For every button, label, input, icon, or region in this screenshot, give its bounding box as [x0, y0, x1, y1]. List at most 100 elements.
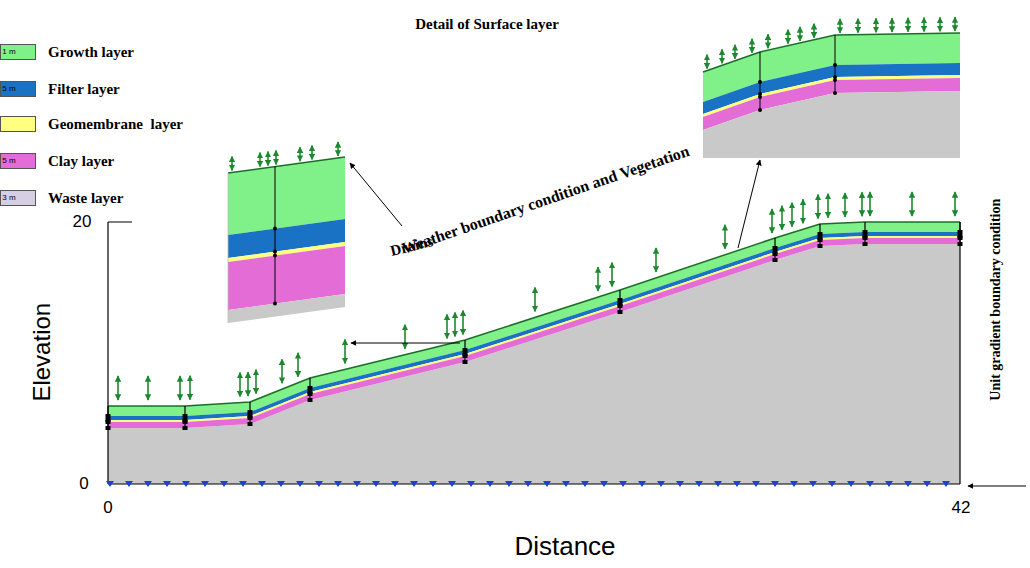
flux-arrow: [611, 263, 613, 287]
leader-line: [738, 160, 760, 248]
tick-label: 20: [73, 213, 92, 232]
inset-edge: [228, 173, 229, 323]
mesh-node: [183, 414, 188, 418]
flux-arrow: [799, 27, 801, 41]
mesh-node: [273, 302, 277, 306]
head-marker: [277, 481, 285, 487]
flux-arrow: [861, 192, 863, 216]
mesh-node: [833, 63, 837, 67]
axis-line: [107, 222, 108, 484]
legend-text: Clay layer: [48, 153, 114, 170]
head-marker: [182, 481, 190, 487]
head-marker: [144, 481, 152, 487]
head-marker: [296, 481, 304, 487]
flux-arrow: [189, 376, 191, 400]
boundary-line: [959, 222, 960, 484]
flux-arrow: [337, 142, 339, 156]
flux-arrow: [117, 376, 119, 400]
mesh-node: [773, 252, 778, 256]
head-marker: [828, 481, 836, 487]
flux-arrow: [297, 353, 299, 377]
head-marker: [714, 481, 722, 487]
mesh-node: [758, 95, 762, 99]
flux-arrow: [655, 248, 657, 272]
inset-waste: [228, 294, 345, 323]
head-marker: [372, 481, 380, 487]
head-marker: [562, 481, 570, 487]
head-marker: [220, 481, 228, 487]
flux-arrow: [721, 49, 723, 63]
legend-text: Geomembrane layer: [48, 116, 183, 133]
mesh-node: [308, 386, 313, 390]
mesh-node: [818, 232, 823, 236]
axis-title: Distance: [514, 532, 615, 561]
head-marker: [239, 481, 247, 487]
head-marker: [904, 481, 912, 487]
inset-waste: [703, 91, 960, 158]
head-marker: [885, 481, 893, 487]
flux-arrow: [267, 152, 269, 166]
head-marker: [942, 481, 950, 487]
flux-arrow: [404, 325, 406, 349]
flux-arrow: [911, 192, 913, 216]
swatch-text: 1 m: [2, 48, 15, 57]
cover-layer: [108, 236, 960, 422]
swatch-text: 5 m: [2, 85, 15, 94]
flux-arrow: [844, 193, 846, 217]
drains-label: Drains: [389, 233, 435, 259]
legend-swatch: [0, 116, 36, 132]
head-marker: [334, 481, 342, 487]
mesh-node: [618, 310, 623, 314]
head-marker: [600, 481, 608, 487]
mesh-node: [618, 298, 623, 302]
head-marker: [315, 481, 323, 487]
boundary-note: Weather boundary condition and Vegetatio…: [399, 142, 691, 257]
mesh-node: [273, 254, 277, 258]
boundary-note: Unit gradient boundary condition: [988, 199, 1003, 401]
mesh-node: [773, 246, 778, 250]
flux-arrow: [239, 373, 241, 397]
leader-line: [350, 163, 402, 226]
head-marker: [125, 481, 133, 487]
tick-label: 42: [952, 499, 971, 518]
cover-layer: [108, 238, 960, 428]
flux-arrow: [771, 209, 773, 233]
mesh-node: [463, 354, 468, 358]
legend-text: Filter layer: [48, 81, 120, 98]
flux-arrow: [724, 225, 726, 249]
leader-line: [351, 343, 460, 344]
flux-arrow: [446, 314, 448, 338]
mesh-node: [183, 426, 188, 430]
head-marker: [619, 481, 627, 487]
head-marker: [866, 481, 874, 487]
head-marker: [106, 481, 114, 487]
head-marker: [752, 481, 760, 487]
axis-title: Elevation: [29, 303, 55, 402]
flux-arrow: [231, 156, 233, 170]
head-marker: [486, 481, 494, 487]
mesh-node: [463, 348, 468, 352]
tick-label: 0: [79, 475, 88, 494]
head-marker: [771, 481, 779, 487]
flux-arrow: [827, 194, 829, 218]
mesh-node: [248, 416, 253, 420]
flux-arrow: [734, 45, 736, 59]
swatch-text: 5 m: [2, 157, 15, 166]
pointer-arrow: [968, 486, 1026, 487]
flux-arrow: [857, 19, 859, 33]
head-marker: [790, 481, 798, 487]
head-marker: [524, 481, 532, 487]
head-marker: [809, 481, 817, 487]
flux-arrow: [255, 370, 257, 394]
head-marker: [543, 481, 551, 487]
head-marker: [923, 481, 931, 487]
flux-arrow: [751, 39, 753, 53]
mesh-node: [308, 398, 313, 402]
head-marker: [581, 481, 589, 487]
flux-arrow: [954, 17, 956, 31]
head-marker: [847, 481, 855, 487]
flux-arrow: [179, 376, 181, 400]
flux-arrow: [344, 339, 346, 363]
flux-arrow: [813, 24, 815, 38]
head-marker: [391, 481, 399, 487]
